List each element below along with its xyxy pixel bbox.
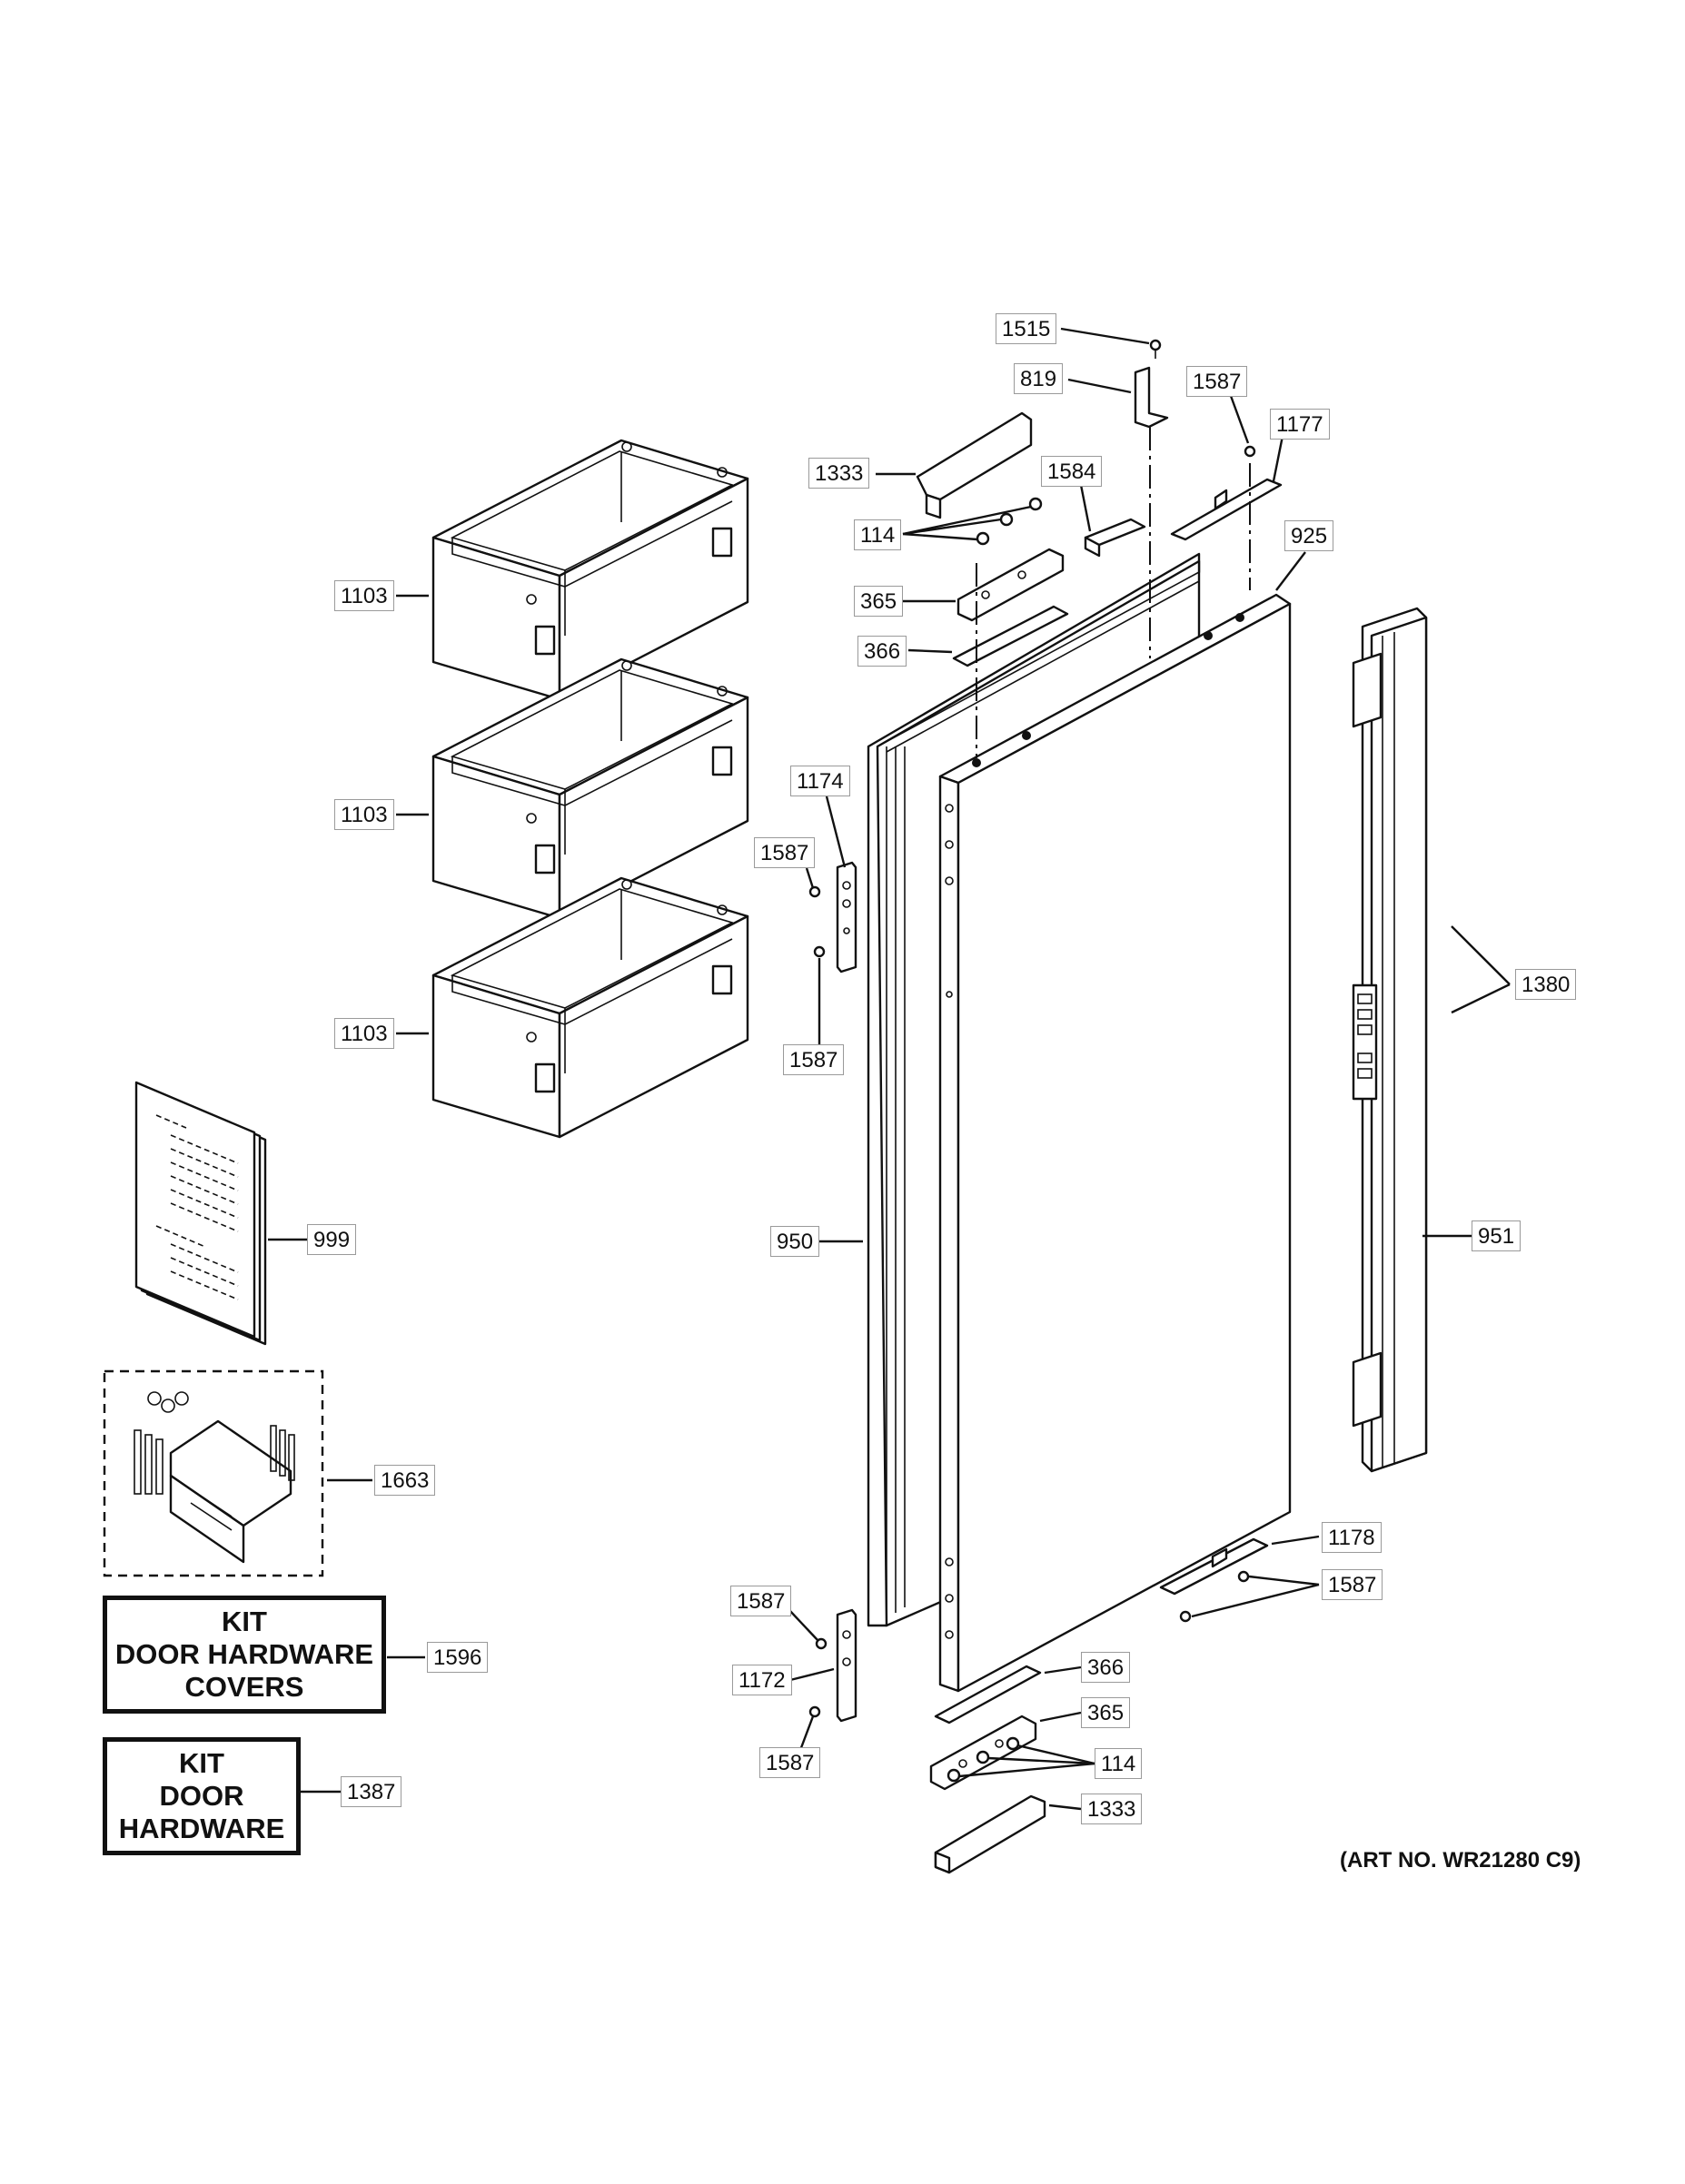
left-hinge-hardware [808, 861, 857, 1723]
callout-366-top: 366 [857, 636, 907, 667]
callout-951: 951 [1472, 1220, 1521, 1251]
kit-hardware-line-3: HARDWARE [118, 1813, 285, 1844]
alignment-lines [976, 427, 1251, 758]
callout-819: 819 [1014, 363, 1064, 394]
callout-365-top: 365 [854, 586, 904, 617]
callout-365-bottom: 365 [1081, 1697, 1131, 1728]
kit-door-hardware-box: KIT DOOR HARDWARE [103, 1737, 301, 1855]
callout-1587-bottom-a: 1587 [730, 1586, 792, 1616]
kit-door-hardware-covers-box: KIT DOOR HARDWARE COVERS [103, 1596, 386, 1714]
callout-999: 999 [307, 1224, 357, 1255]
callout-114-top: 114 [854, 519, 902, 550]
callout-1387: 1387 [341, 1776, 402, 1807]
kit-covers-line-2: DOOR HARDWARE [114, 1638, 374, 1670]
callout-1103-a: 1103 [334, 580, 394, 611]
kit-covers-line-1: KIT [222, 1606, 267, 1637]
storage-bin-3 [431, 876, 749, 1139]
callout-1103-c: 1103 [334, 1018, 394, 1049]
art-number: (ART NO. WR21280 C9) [1340, 1848, 1581, 1873]
leader-lines [268, 327, 1511, 1811]
callout-1587-bottom-b: 1587 [759, 1747, 821, 1778]
callout-950: 950 [770, 1226, 820, 1257]
door-side-trim-951 [1352, 607, 1428, 1473]
bottom-hinge-hardware [929, 1537, 1269, 1874]
callout-1587-left-a: 1587 [754, 837, 816, 868]
callout-1515: 1515 [996, 313, 1057, 344]
door-panel-925 [938, 593, 1292, 1693]
callout-114-bottom: 114 [1095, 1748, 1143, 1779]
callout-1174: 1174 [790, 766, 850, 796]
callout-925: 925 [1284, 520, 1334, 551]
kit-covers-line-3: COVERS [184, 1671, 304, 1703]
owners-manual [134, 1081, 267, 1346]
callout-1596: 1596 [427, 1642, 489, 1673]
callout-1663: 1663 [374, 1465, 436, 1496]
callout-366-bottom: 366 [1081, 1652, 1131, 1683]
top-hinge-hardware [916, 339, 1283, 667]
callout-1587-top: 1587 [1186, 366, 1248, 397]
hardware-kit-1663 [103, 1369, 324, 1577]
kit-hardware-line-1: KIT [179, 1747, 224, 1779]
callout-1380: 1380 [1515, 969, 1577, 1000]
storage-bin-2 [431, 657, 749, 920]
callout-1103-b: 1103 [334, 799, 394, 830]
callout-1178: 1178 [1322, 1522, 1382, 1553]
callout-1333-bottom: 1333 [1081, 1794, 1143, 1824]
callout-1177: 1177 [1270, 409, 1330, 440]
storage-bin-1 [431, 439, 749, 701]
kit-hardware-line-2: DOOR [159, 1780, 244, 1812]
callout-1172: 1172 [732, 1665, 792, 1695]
callout-1587-left-b: 1587 [783, 1044, 845, 1075]
callout-1584: 1584 [1041, 456, 1103, 487]
callout-1587-right: 1587 [1322, 1569, 1383, 1600]
callout-1333-top: 1333 [808, 458, 870, 489]
